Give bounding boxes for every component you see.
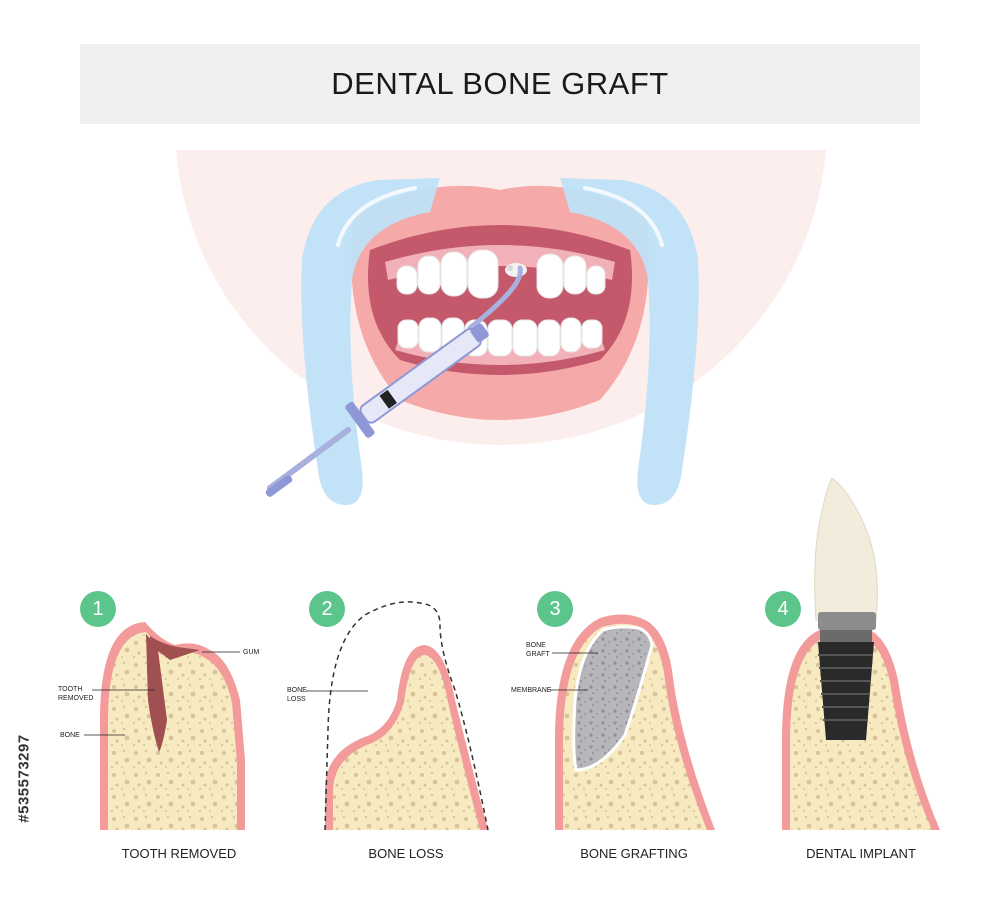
step-4-badge: 4 [765, 591, 801, 627]
step-3-diagram [555, 614, 715, 830]
title-bar: DENTAL BONE GRAFT [80, 44, 920, 124]
label-gum: GUM [243, 649, 260, 656]
cheek-retractor-right [560, 178, 699, 505]
cheek-retractor-left [301, 178, 440, 505]
step-4-caption: DENTAL IMPLANT [806, 846, 916, 861]
label-bone-graft: BONE GRAFT [526, 642, 550, 658]
step-1-caption: TOOTH REMOVED [121, 846, 237, 861]
step-1-badge: 1 [80, 591, 116, 627]
page-title: DENTAL BONE GRAFT [331, 66, 669, 101]
label-bone-loss: BONE LOSS [287, 687, 307, 703]
label-membrane: MEMBRANE [511, 687, 552, 694]
graft-material [505, 263, 527, 277]
stock-id: #535573297 [15, 734, 33, 823]
callout-lines [84, 651, 598, 736]
upper-teeth [396, 249, 606, 299]
step-4-diagram [782, 477, 940, 830]
step-3-badge: 3 [537, 591, 573, 627]
step-1-diagram [100, 622, 245, 830]
step-2-badge: 2 [309, 591, 345, 627]
label-bone: BONE [60, 732, 80, 739]
syringe [265, 265, 523, 497]
step-2-caption: BONE LOSS [368, 846, 444, 861]
lower-teeth [397, 317, 603, 357]
bone-loss-outline [324, 601, 489, 831]
step-3-caption: BONE GRAFTING [580, 846, 688, 861]
label-tooth-removed: TOOTH REMOVED [58, 686, 94, 702]
step-2-diagram [324, 601, 489, 831]
implant-crown [814, 477, 878, 630]
implant-screw [818, 630, 874, 740]
